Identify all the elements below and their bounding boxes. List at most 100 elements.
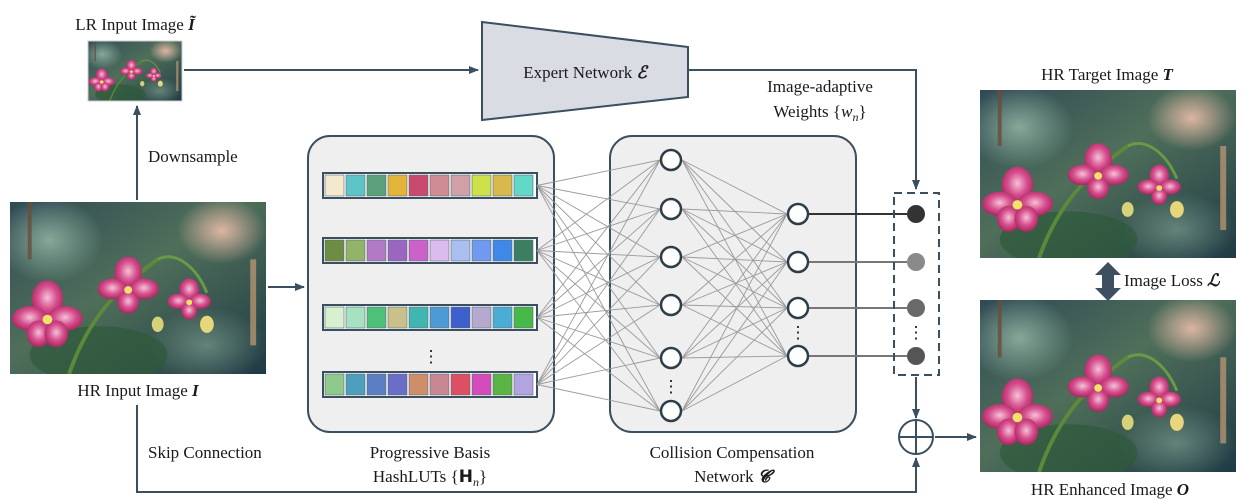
hr-input-label: HR Input Image I	[77, 381, 200, 400]
mesh-edge	[681, 213, 788, 306]
mesh-edge	[536, 384, 661, 412]
hashlut-cell	[345, 306, 366, 329]
hidden-node	[659, 346, 683, 370]
output-node	[786, 250, 810, 274]
network-nodes	[659, 148, 810, 423]
hashlut-cell	[366, 306, 387, 329]
mesh-edge	[681, 208, 788, 309]
mesh-edge	[536, 250, 661, 258]
weights-label-line2: Weights {wn}	[773, 102, 866, 124]
expert-network-block: Expert Network ℰ	[481, 20, 689, 122]
arrow-skip-connection	[136, 405, 920, 493]
hashlut-row	[322, 304, 538, 331]
hashlut-row	[322, 371, 538, 398]
hr-enhanced-label: HR Enhanced Image O	[1031, 480, 1189, 499]
hashlut-cell	[387, 306, 408, 329]
hashlut-cell	[345, 373, 366, 396]
flow-arrows	[133, 66, 977, 493]
mesh-edge	[536, 208, 661, 318]
hashlut-cell	[450, 239, 471, 262]
mesh-edge	[536, 185, 661, 412]
hidden-node	[659, 197, 683, 221]
hashlut-cell	[450, 174, 471, 197]
sum-node	[898, 419, 934, 455]
weighted-node	[907, 347, 925, 365]
weighted-output-box	[893, 192, 940, 376]
expert-network-label: Expert Network ℰ	[523, 63, 649, 82]
hashlut-panel	[307, 135, 555, 433]
mesh-edge	[681, 307, 788, 412]
hr-input-image	[10, 202, 266, 374]
hashlut-rows	[322, 172, 538, 398]
mesh-edge	[536, 256, 661, 318]
output-node	[786, 344, 810, 368]
hashlut-cell	[513, 373, 534, 396]
mesh-edge	[681, 307, 788, 359]
mesh-edge	[536, 250, 661, 359]
mesh-edge	[681, 261, 788, 412]
weighted-node	[907, 299, 925, 317]
hidden-vdots: ⋮	[663, 377, 680, 396]
hashlut-cell	[429, 174, 450, 197]
hashlut-cell	[408, 373, 429, 396]
output-node	[786, 296, 810, 320]
hr-target-image	[980, 90, 1236, 258]
hashlut-cell	[408, 306, 429, 329]
mesh-edge	[681, 208, 788, 215]
hashlut-cell	[324, 239, 345, 262]
mesh-edge	[681, 304, 788, 309]
mesh-edge	[536, 304, 661, 318]
mesh-edge	[536, 208, 661, 251]
ccn-label-line2: Network 𝓒	[694, 467, 776, 486]
skip-connection-label: Skip Connection	[148, 443, 262, 462]
lr-input-image	[87, 40, 183, 102]
hashlut-cell	[324, 306, 345, 329]
hashlut-cell	[492, 373, 513, 396]
hashlut-cell	[366, 239, 387, 262]
weighted-vdots: ⋮	[908, 323, 925, 342]
hashlut-cell	[429, 373, 450, 396]
hashlut-cell	[492, 239, 513, 262]
image-loss-arrow	[1095, 262, 1121, 301]
mesh-edge	[681, 355, 788, 359]
hashlut-cell	[366, 174, 387, 197]
hashlut-cell	[513, 306, 534, 329]
hashlut-cell	[345, 239, 366, 262]
mesh-edge	[681, 159, 788, 215]
hashlut-cell	[387, 373, 408, 396]
weighted-output-nodes	[907, 205, 925, 365]
hashlut-cell	[492, 174, 513, 197]
hidden-node	[659, 399, 683, 423]
hashlut-cell	[387, 174, 408, 197]
mesh-edge	[681, 256, 788, 309]
output-vdots: ⋮	[790, 323, 807, 342]
weighted-node	[907, 205, 925, 223]
hashlut-cell	[492, 306, 513, 329]
basis-label-line2: HashLUTs {Hn}	[373, 467, 487, 489]
lr-input-label: LR Input Image Ĩ	[75, 15, 196, 34]
hidden-node	[659, 148, 683, 172]
mesh-edge	[536, 304, 661, 385]
mesh-edge	[536, 250, 661, 306]
mesh-edge	[681, 159, 788, 309]
mesh-edge	[536, 159, 661, 186]
mesh-edge	[536, 317, 661, 359]
hidden-node	[659, 245, 683, 269]
hashlut-cell	[408, 174, 429, 197]
mesh-edge	[536, 256, 661, 385]
hashlut-cell	[324, 174, 345, 197]
hashlut-cell	[366, 373, 387, 396]
hashlut-vdots: ⋮	[423, 347, 440, 366]
hashlut-cell	[471, 174, 492, 197]
hashlut-cell	[387, 239, 408, 262]
hashlut-cell	[450, 306, 471, 329]
output-node	[786, 202, 810, 226]
ccn-label-line1: Collision Compensation	[650, 443, 815, 462]
hashlut-cell	[408, 239, 429, 262]
mesh-edge	[681, 213, 788, 258]
mesh-edge	[681, 261, 788, 359]
hashlut-row	[322, 172, 538, 199]
hashlut-cell	[513, 174, 534, 197]
mesh-edge	[536, 250, 661, 412]
